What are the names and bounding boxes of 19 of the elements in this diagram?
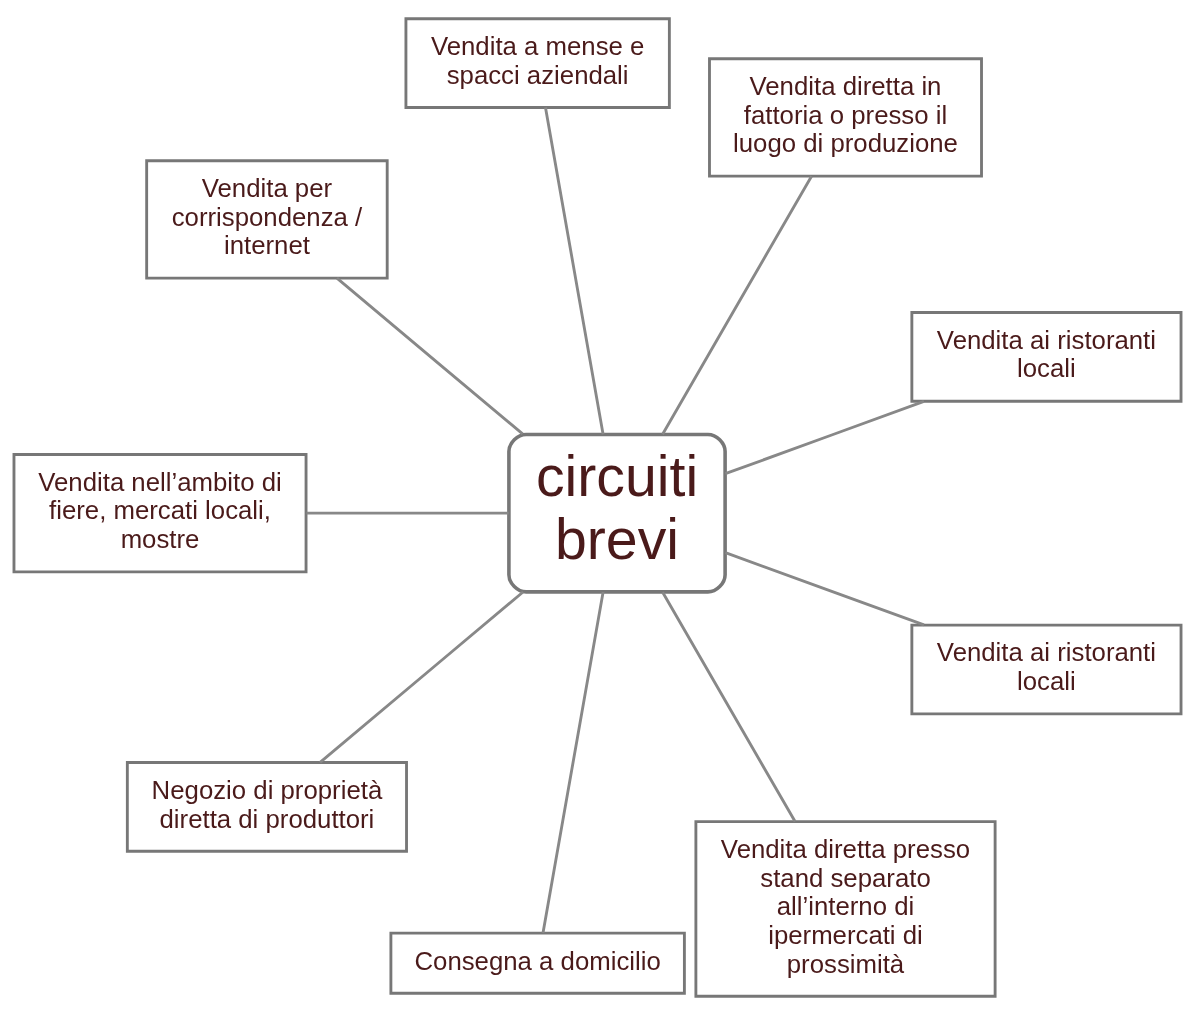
connector [306,511,509,515]
node-box: Vendita ai ristoranti locali [910,623,1183,716]
connector [661,591,797,823]
node-box: Vendita diretta presso stand separato all’interno di ipermercati di prossimità [694,820,997,998]
connector [724,551,925,627]
connector [661,175,813,435]
node-box: Vendita ai ristoranti locali [910,311,1183,403]
node-box: circuiti brevi [507,432,727,594]
connector [724,400,925,476]
connector [336,277,524,436]
node-box: Negozio di proprietà diretta di produttori [125,761,408,853]
connector [544,107,605,435]
node-box: Vendita per corrispondenza / internet [145,159,389,280]
node-box: Vendita nell’ambito di fiere, mercati locali, mostre [12,453,308,574]
connector [319,590,524,764]
node-box: Vendita a mense e spacci aziendali [404,17,671,109]
node-box: Vendita diretta in fattoria o presso il luogo di produzione [708,57,983,178]
connector [541,591,605,934]
node-box: Consegna a domicilio [389,931,686,995]
